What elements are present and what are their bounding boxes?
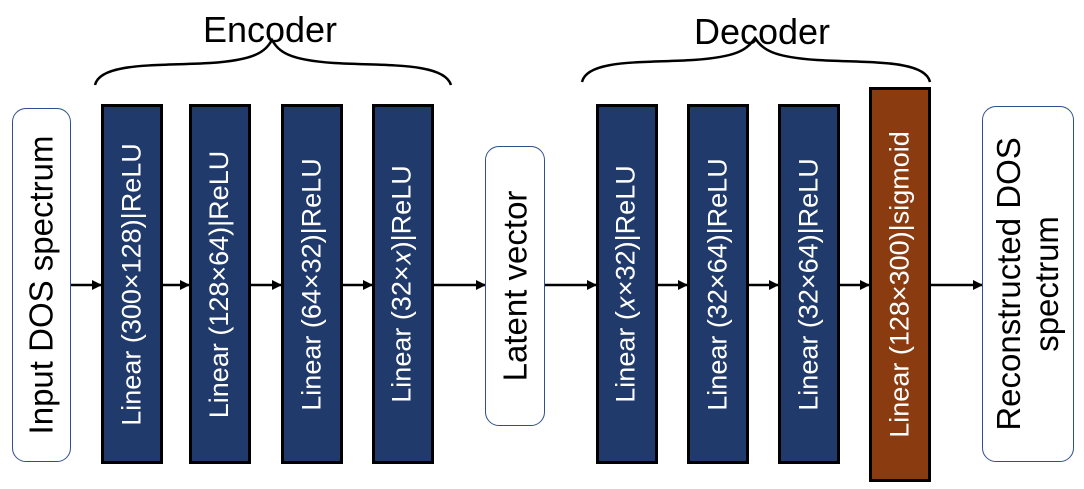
encoder-layer-2: Linear (128×64)|ReLU: [189, 104, 251, 464]
encoder-layer-2-label: Linear (128×64)|ReLU: [204, 150, 235, 418]
decoder-layer-3: Linear (32×64)|ReLU: [778, 104, 840, 464]
encoder-layer-3: Linear (64×32)|ReLU: [281, 104, 343, 464]
decoder-title: Decoder: [693, 11, 831, 52]
decoder-layer-3-label: Linear (32×64)|ReLU: [793, 157, 824, 411]
encoder-layer-4: Linear (32×𝑥)|ReLU: [372, 104, 434, 464]
output-label-line1: Reconstructed DOS: [990, 137, 1028, 431]
decoder-layer-1: Linear (𝑥×32)|ReLU: [596, 104, 658, 464]
decoder-layer-2: Linear (32×64)|ReLU: [687, 104, 749, 464]
decoder-layer-4: Linear (128×300)|sigmoid: [869, 87, 931, 482]
decoder-layer-2-label: Linear (32×64)|ReLU: [702, 157, 733, 411]
encoder-layer-1-label: Linear (300×128)|ReLU: [116, 142, 147, 426]
input-box: Input DOS spectrum: [12, 108, 71, 462]
input-label: Input DOS spectrum: [22, 135, 60, 435]
encoder-layer-4-label: Linear (32×𝑥)|ReLU: [387, 165, 418, 403]
decoder-layer-4-label: Linear (128×300)|sigmoid: [884, 131, 915, 438]
encoder-layer-3-label: Linear (64×32)|ReLU: [296, 157, 327, 411]
latent-box: Latent vector: [485, 146, 545, 426]
decoder-layer-1-label: Linear (𝑥×32)|ReLU: [611, 165, 642, 403]
latent-label: Latent vector: [496, 190, 534, 382]
output-box: Reconstructed DOS spectrum: [982, 106, 1074, 462]
encoder-layer-1: Linear (300×128)|ReLU: [101, 104, 163, 464]
encoder-brace: [93, 37, 453, 86]
output-label: Reconstructed DOS spectrum: [990, 137, 1066, 430]
output-label-line2: spectrum: [1028, 216, 1065, 352]
decoder-brace: [580, 35, 932, 83]
